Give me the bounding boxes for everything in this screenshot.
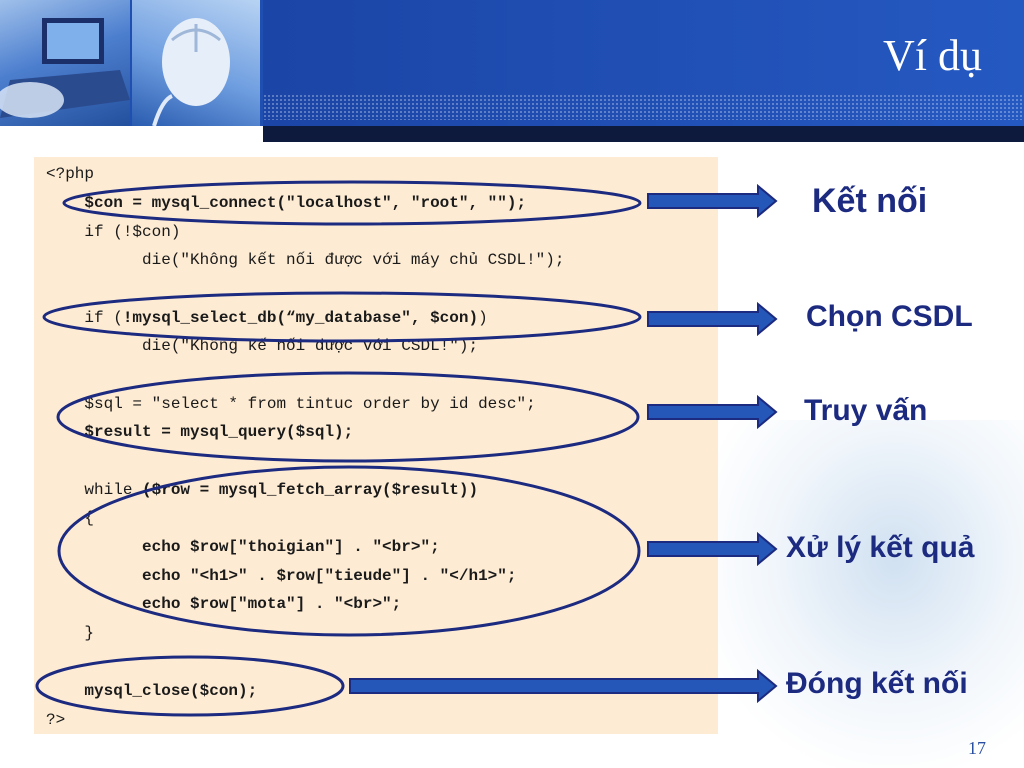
- slide-header: Ví dụ: [0, 0, 1024, 142]
- code-line: mysql_close($con);: [46, 682, 258, 700]
- code-line: $sql = "select * from tintuc order by id…: [46, 395, 536, 413]
- label-query: Truy vấn: [804, 394, 928, 427]
- code-line: while ($row = mysql_fetch_array($result)…: [46, 481, 479, 499]
- label-select-db: Chọn CSDL: [806, 300, 973, 333]
- code-line: echo "<h1>" . $row["tieude"] . "</h1>";: [46, 567, 517, 585]
- code-line: $result = mysql_query($sql);: [46, 423, 354, 441]
- page-number: 17: [968, 738, 986, 758]
- close-arrow: [349, 668, 778, 704]
- label-process-results: Xử lý kết quả: [786, 531, 975, 564]
- connect-arrow: [647, 183, 778, 219]
- code-line: <?php: [46, 165, 95, 183]
- header-band: [263, 0, 1024, 126]
- background-people-watermark: [700, 420, 1024, 768]
- code-line: echo $row["mota"] . "<br>";: [46, 595, 402, 613]
- slide-title: Ví dụ: [883, 31, 982, 80]
- connect-highlight-ellipse: [62, 180, 642, 226]
- mouse-photo: [132, 0, 260, 126]
- code-line: die("Không kết nối được với máy chủ CSDL…: [46, 251, 565, 269]
- code-line: }: [46, 624, 95, 642]
- header-dark-strip: [263, 126, 1024, 142]
- close-highlight-ellipse: [35, 655, 345, 717]
- process-arrow: [647, 531, 778, 567]
- code-line: $con = mysql_connect("localhost", "root"…: [46, 194, 527, 212]
- label-connect: Kết nối: [812, 182, 928, 220]
- query-arrow: [647, 394, 778, 430]
- label-close-connection: Đóng kết nối: [786, 667, 968, 700]
- select-db-highlight-ellipse: [42, 291, 642, 343]
- code-line: ?>: [46, 711, 66, 729]
- header-dot-pattern: [263, 94, 1024, 120]
- code-line: if (!$con): [46, 223, 181, 241]
- code-block: [34, 157, 718, 734]
- query-highlight-ellipse: [56, 371, 640, 463]
- code-line: {: [46, 509, 95, 527]
- code-line: echo $row["thoigian"] . "<br>";: [46, 538, 440, 556]
- code-line: if (!mysql_select_db(“my_database", $con…: [46, 309, 488, 327]
- select-db-arrow: [647, 301, 778, 337]
- laptop-photo: [0, 0, 130, 126]
- process-highlight-ellipse: [57, 465, 641, 637]
